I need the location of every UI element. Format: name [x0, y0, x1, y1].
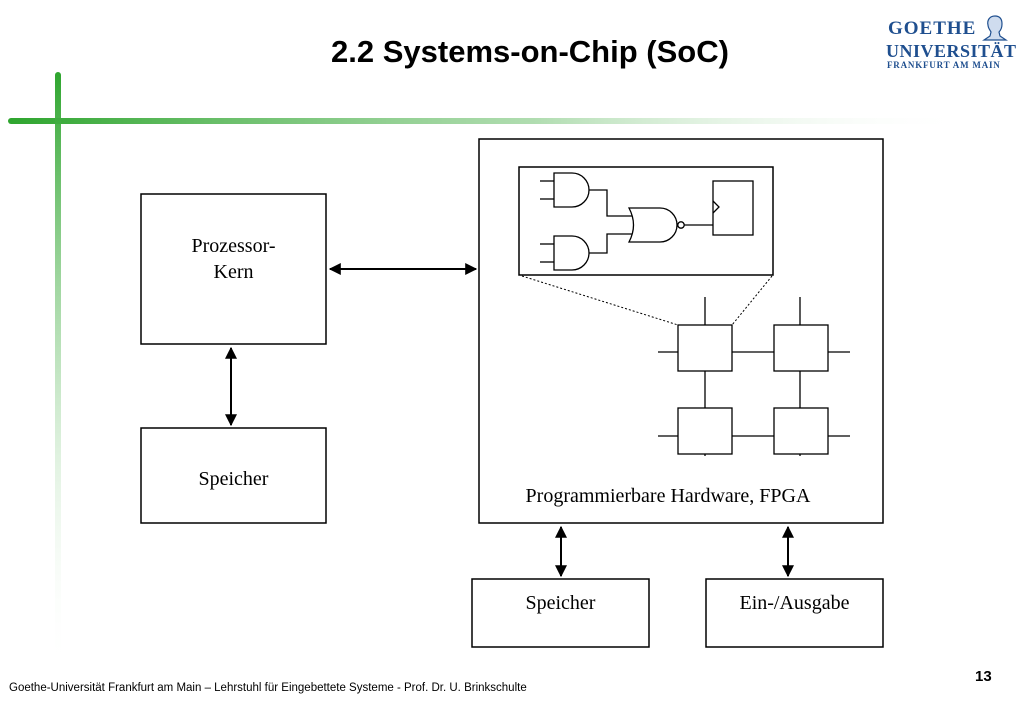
processor-memory-label: Speicher: [198, 468, 269, 490]
logic-cell: [677, 407, 733, 455]
accent-vertical-line: [55, 72, 61, 672]
nand-gate-icon: [589, 189, 713, 254]
slide-footer: Goethe-Universität Frankfurt am Main – L…: [9, 682, 527, 694]
and-gate-icon: [540, 172, 590, 208]
logo-line3: FRANKFURT AM MAIN: [887, 60, 1001, 70]
logic-cell: [773, 407, 829, 455]
fpga-memory-box: [471, 578, 650, 648]
and-gate-icon: [540, 235, 590, 271]
accent-horizontal-line: [8, 118, 968, 124]
zoom-line: [521, 275, 679, 326]
io-box: [705, 578, 884, 648]
logic-cell: [677, 324, 733, 372]
fpga-memory-label: Speicher: [525, 592, 596, 614]
processor-memory-box: [140, 427, 327, 524]
page-number: 13: [975, 668, 992, 685]
logic-cell: [773, 324, 829, 372]
processor-core-label: Prozessor- Kern: [191, 235, 276, 283]
io-label: Ein-/Ausgabe: [739, 592, 850, 614]
university-logo: GOETHE UNIVERSITÄT FRANKFURT AM MAIN: [886, 14, 1017, 74]
slide-title: 2.2 Systems-on-Chip (SoC): [331, 34, 729, 69]
logo-line1: GOETHE: [888, 18, 977, 39]
flip-flop-icon: [712, 180, 754, 236]
logo-line2: UNIVERSITÄT: [886, 41, 1017, 61]
goethe-portrait-icon: [982, 15, 1008, 41]
fpga-label: Programmierbare Hardware, FPGA: [525, 485, 811, 507]
zoom-line: [731, 275, 773, 326]
processor-core-box: [140, 193, 327, 345]
